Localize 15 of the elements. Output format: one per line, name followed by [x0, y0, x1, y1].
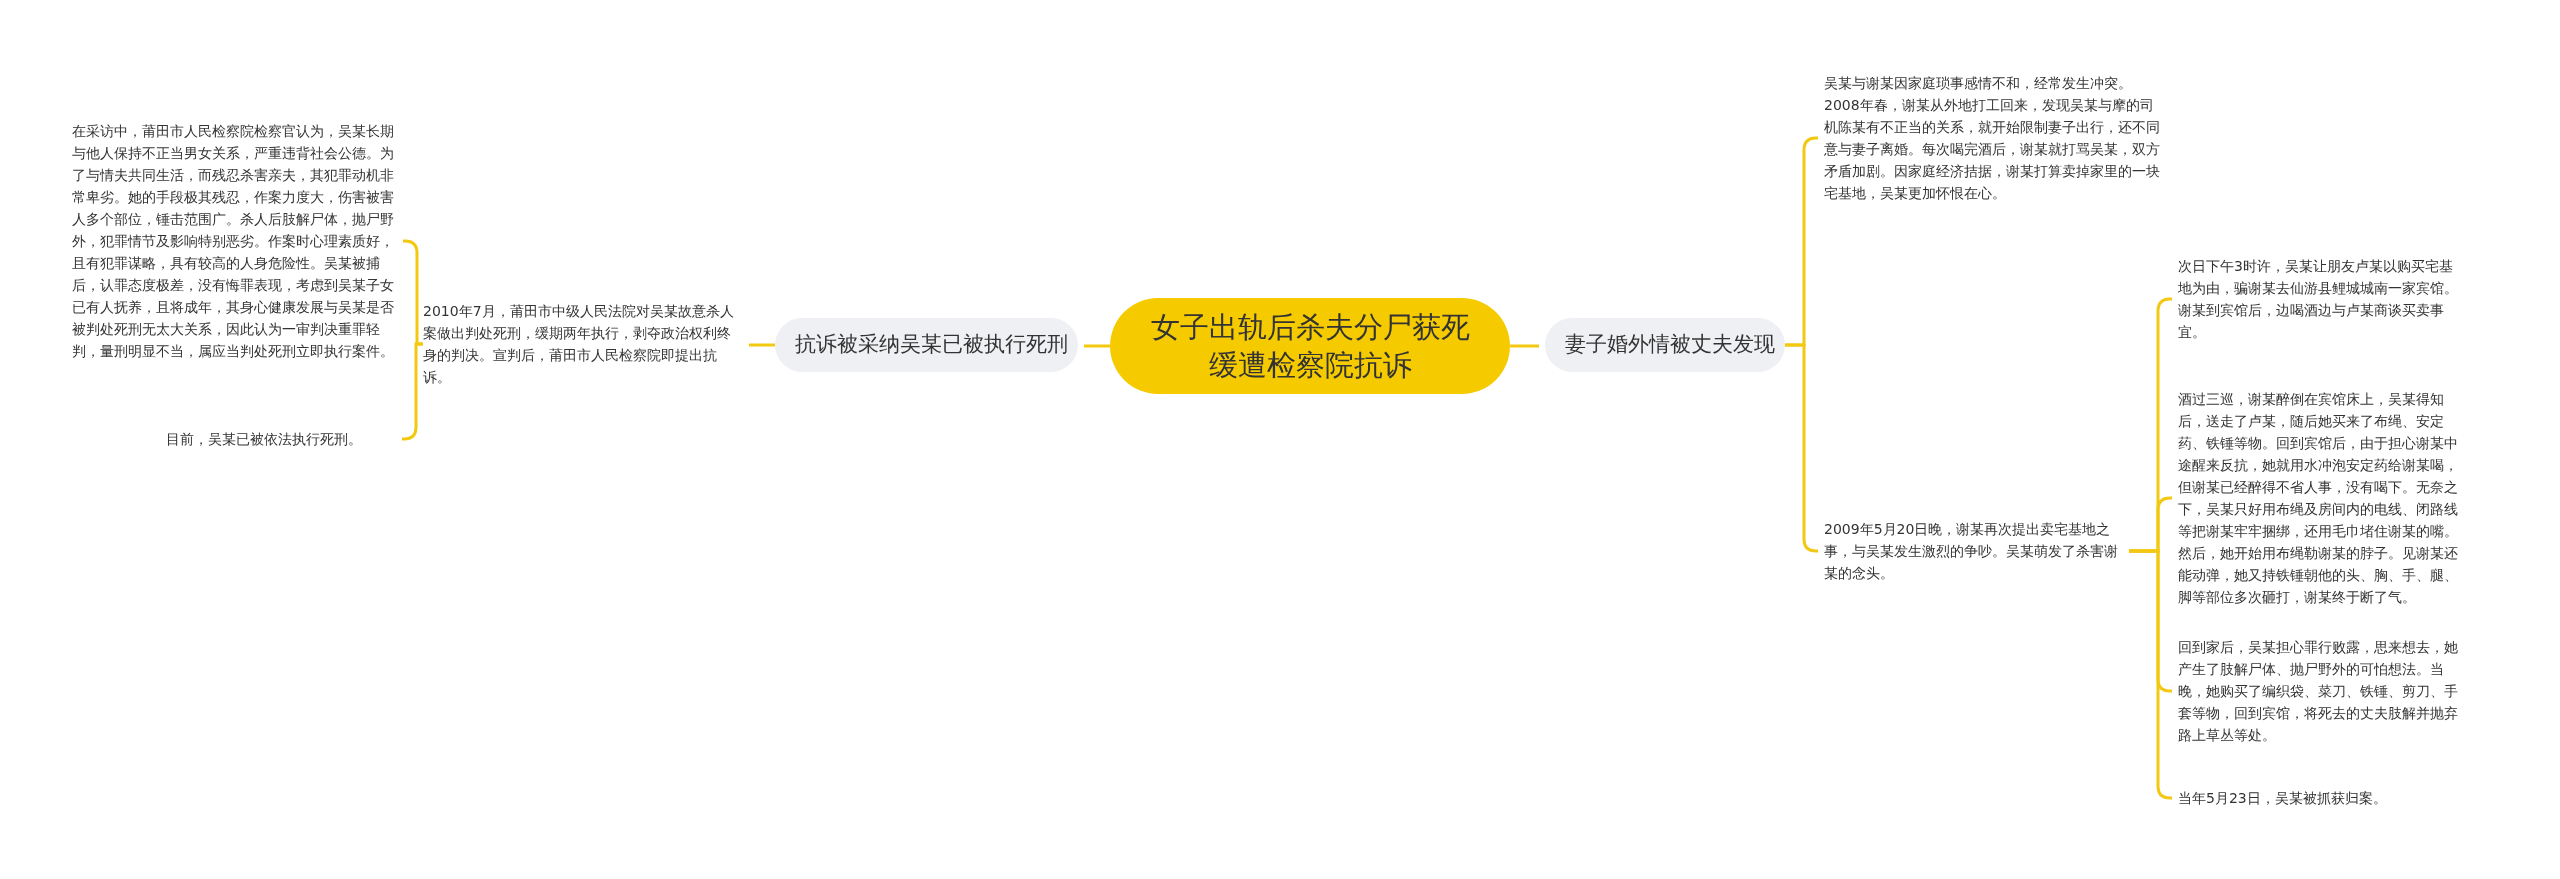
- note-text: 次日下午3时许，吴某让朋友卢某以购买宅基地为由，骗谢某去仙游县鲤城城南一家宾馆。谢某到宾馆后，边喝酒边与卢某商谈买卖事宜。: [2178, 255, 2463, 343]
- note-text: 吴某与谢某因家庭琐事感情不和，经常发生冲突。2008年春，谢某从外地打工回来，发现吴某与摩的司机陈某有不正当的关系，就开始限制妻子出行，还不同意与妻子离婚。每次喝完酒后，谢某就打骂吴某，双方矛盾加剧。因家庭经济拮据，谢某打算卖掉家里的一块宅基地，吴某更加怀恨在心。: [1824, 72, 2164, 204]
- note-text: 目前，吴某已被依法执行死刑。: [166, 428, 396, 450]
- central-topic-box: 女子出轨后杀夫分尸获死缓遭检察院抗诉: [1110, 298, 1510, 394]
- note-text: 在采访中，莆田市人民检察院检察官认为，吴某长期与他人保持不正当男女关系，严重违背社会公德。为了与情夫共同生活，而残忍杀害亲夫，其犯罪动机非常卑劣。她的手段极其残忍，作案力度大，伤害被害人多个部位，锤击范围广。杀人后肢解尸体，抛尸野外，犯罪情节及影响特别恶劣。作案时心理素质好，且有犯罪谋略，具有较高的人身危险性。吴某被捕后，认罪态度极差，没有悔罪表现，考虑到吴某子女已有人抚养，且将成年，其身心健康发展与吴某是否被判处死刑无太大关系，因此认为一审判决重罪轻判，量刑明显不当，属应当判处死刑立即执行案件。: [72, 120, 397, 362]
- topic-box: 妻子婚外情被丈夫发现: [1545, 318, 1785, 372]
- note-text: 2010年7月，莆田市中级人民法院对吴某故意杀人案做出判处死刑，缓期两年执行，剥夺政治权利终身的判决。宣判后，莆田市人民检察院即提出抗诉。: [423, 300, 743, 388]
- note-text: 回到家后，吴某担心罪行败露，思来想去，她产生了肢解尸体、抛尸野外的可怕想法。当晚，她购买了编织袋、菜刀、铁锤、剪刀、手套等物，回到宾馆，将死去的丈夫肢解并抛弃路上草丛等处。: [2178, 636, 2463, 746]
- note-text: 2009年5月20日晚，谢某再次提出卖宅基地之事，与吴某发生激烈的争吵。吴某萌发了杀害谢某的念头。: [1824, 518, 2129, 584]
- connector-line: [1510, 344, 1539, 348]
- connector-line: [1084, 344, 1110, 348]
- note-text: 酒过三巡，谢某醉倒在宾馆床上，吴某得知后，送走了卢某，随后她买来了布绳、安定药、铁锤等物。回到宾馆后，由于担心谢某中途醒来反抗，她就用水冲泡安定药给谢某喝，但谢某已经醉得不省人事，没有喝下。无奈之下，吴某只好用布绳及房间内的电线、闭路线等把谢某牢牢捆绑，还用毛巾堵住谢某的嘴。然后，她开始用布绳勒谢某的脖子。见谢某还能动弹，她又持铁锤朝他的头、胸、手、腿、脚等部位多次砸打，谢某终于断了气。: [2178, 388, 2463, 608]
- note-text: 当年5月23日，吴某被抓获归案。: [2178, 787, 2453, 809]
- connector-line: [749, 343, 775, 347]
- topic-box: 抗诉被采纳吴某已被执行死刑: [775, 318, 1078, 372]
